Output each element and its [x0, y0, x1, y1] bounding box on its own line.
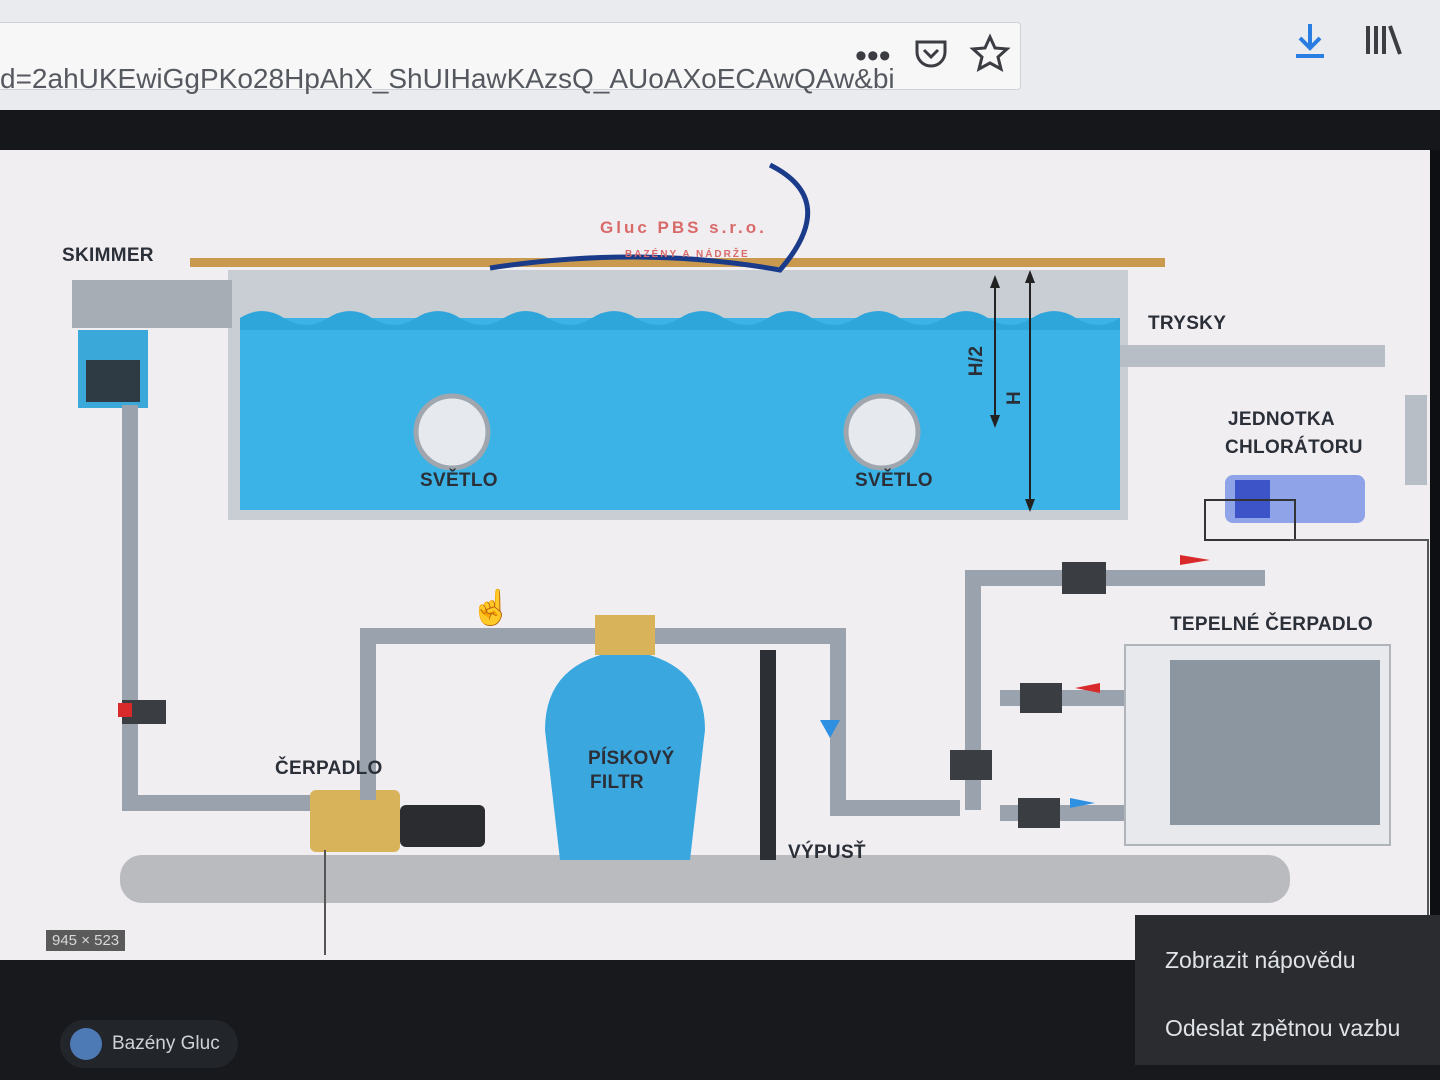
browser-toolbar: d=2ahUKEwiGgPKo28HpAhX_ShUIHawKAzsQ_AUoA… — [0, 0, 1440, 110]
suction-pipe — [122, 405, 138, 800]
menu-item-help[interactable]: Zobrazit nápovědu — [1165, 947, 1356, 973]
menu-item-feedback[interactable]: Odeslat zpětnou vazbu — [1165, 1015, 1401, 1041]
library-icon[interactable] — [1362, 22, 1406, 66]
pool-light-left — [413, 393, 491, 471]
pool-coping — [190, 258, 1165, 267]
label-filter-line1: PÍSKOVÝ — [588, 748, 675, 769]
skimmer-filter — [86, 360, 140, 402]
label-light-right: SVĚTLO — [855, 470, 933, 491]
url-text[interactable]: d=2ahUKEwiGgPKo28HpAhX_ShUIHawKAzsQ_AUoA… — [0, 63, 895, 94]
label-chlorinator-line2: CHLORÁTORU — [1225, 437, 1363, 458]
sand-filter — [545, 650, 705, 860]
heat-pump-valve-out — [1018, 798, 1060, 828]
label-chlorinator-line1: JEDNOTKA — [1228, 409, 1335, 430]
water-waves — [240, 311, 1120, 330]
viewer-top-strip — [0, 110, 1440, 150]
pool-water — [240, 318, 1120, 510]
feedback-menu: Zobrazit nápovědu Odeslat zpětnou vazbu — [1135, 915, 1440, 1065]
pool-light-right — [843, 393, 921, 471]
pool-diagram-image[interactable]: Gluc PBS s.r.o. BAZÉNY A NÁDRŽE SKIMMER … — [0, 150, 1430, 960]
label-filter-line2: FILTR — [590, 772, 644, 793]
pool-diagram-drawing — [72, 162, 1429, 955]
company-tagline: BAZÉNY A NÁDRŽE — [625, 249, 750, 260]
label-heat-pump: TEPELNÉ ČERPADLO — [1170, 614, 1373, 635]
globe-icon — [70, 1028, 102, 1060]
circulation-pump — [310, 790, 400, 852]
source-link[interactable]: Bazény Gluc — [60, 1020, 238, 1068]
pocket-icon[interactable] — [912, 35, 950, 81]
label-skimmer: SKIMMER — [62, 245, 154, 266]
logo-swoosh — [489, 162, 811, 273]
label-h: H — [1004, 390, 1026, 406]
filter-valve — [595, 615, 655, 655]
drain-pipe — [760, 650, 776, 860]
heat-pump-valve-in — [1020, 683, 1062, 713]
label-jets: TRYSKY — [1148, 313, 1227, 334]
label-drain: VÝPUSŤ — [788, 842, 866, 863]
label-h-half: H/2 — [966, 345, 988, 377]
bypass-pipe — [965, 570, 1265, 586]
address-bar[interactable]: d=2ahUKEwiGgPKo28HpAhX_ShUIHawKAzsQ_AUoA… — [0, 22, 1021, 94]
source-label: Bazény Gluc — [112, 1033, 220, 1054]
jet-pipe — [1120, 345, 1385, 367]
ground — [120, 855, 1290, 903]
heat-pump-grille — [1170, 660, 1380, 825]
image-size-badge: 945 × 523 — [46, 930, 126, 951]
star-icon[interactable] — [969, 33, 1011, 81]
bypass-valve — [950, 750, 992, 780]
company-logo-text: Gluc PBS s.r.o. — [600, 218, 767, 237]
download-icon[interactable] — [1290, 20, 1330, 70]
label-light-left: SVĚTLO — [420, 470, 498, 491]
skimmer-box — [72, 280, 232, 328]
hand-cursor-icon: ☝ — [470, 589, 513, 627]
more-icon[interactable]: ••• — [855, 37, 891, 75]
label-pump: ČERPADLO — [275, 758, 383, 779]
